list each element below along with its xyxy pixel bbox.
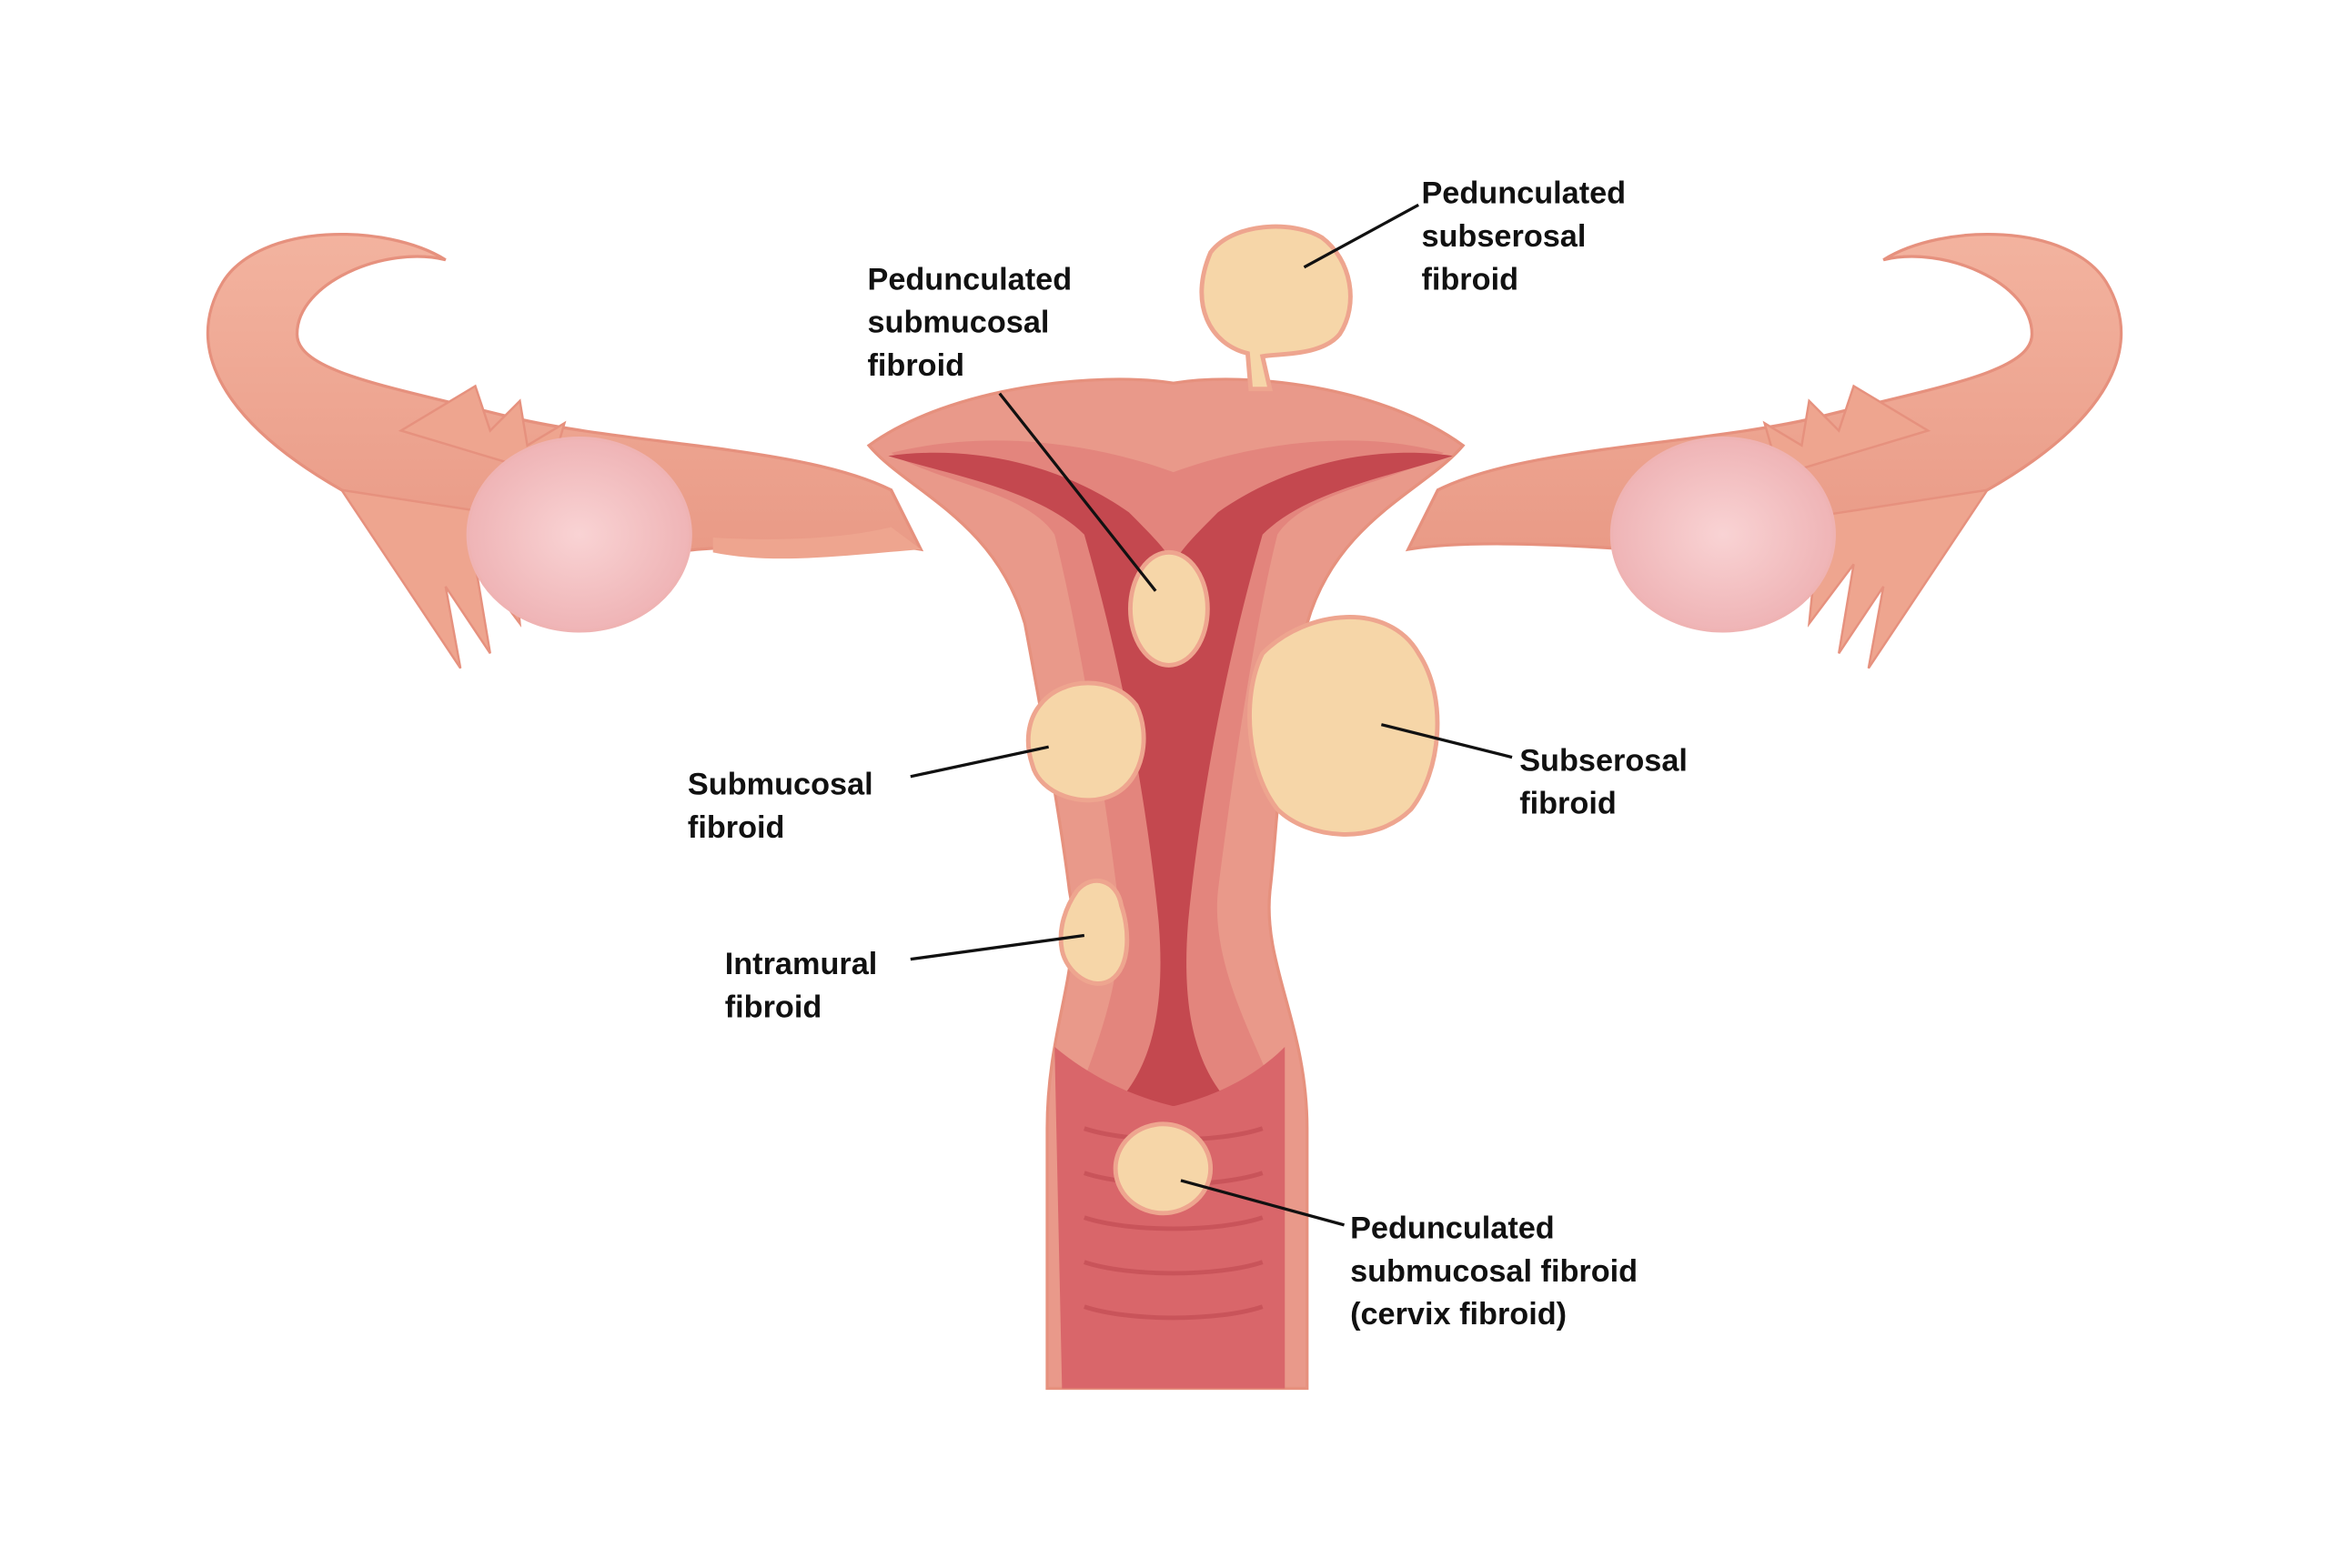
svg-text:submucosal: submucosal xyxy=(867,306,1049,340)
uterine-cavity xyxy=(888,452,1453,1107)
fibroid-submucosal xyxy=(1025,680,1146,803)
svg-text:Pedunculated: Pedunculated xyxy=(1350,1211,1555,1246)
label-ped-subserosal: Pedunculated subserosal fibroid xyxy=(1421,176,1626,297)
svg-text:fibroid: fibroid xyxy=(688,810,785,845)
left-ovary xyxy=(466,436,692,633)
label-subserosal: Subserosal fibroid xyxy=(1519,743,1688,820)
label-ped-submucosal: Pedunculated submucosal fibroid xyxy=(867,262,1072,383)
fibroid-ped-submucosal xyxy=(1128,549,1210,668)
label-submucosal: Submucosal fibroid xyxy=(688,767,873,844)
fibroid-subserosal xyxy=(1247,615,1440,837)
svg-text:submucosal fibroid: submucosal fibroid xyxy=(1350,1254,1638,1289)
svg-text:fibroid: fibroid xyxy=(725,990,822,1024)
svg-text:fibroid: fibroid xyxy=(867,348,964,383)
cervix xyxy=(1054,1046,1285,1389)
svg-text:Pedunculated: Pedunculated xyxy=(867,262,1072,297)
svg-text:Subserosal: Subserosal xyxy=(1519,743,1688,778)
fibroid-ped-subserosal xyxy=(1199,224,1353,392)
label-cervix: Pedunculated submucosal fibroid (cervix … xyxy=(1350,1211,1638,1332)
leader-lines xyxy=(910,203,1513,1227)
svg-text:subserosal: subserosal xyxy=(1421,219,1586,254)
svg-text:Pedunculated: Pedunculated xyxy=(1421,176,1626,211)
right-ovary xyxy=(1609,436,1836,633)
fibroids xyxy=(1025,224,1440,1216)
svg-text:Submucosal: Submucosal xyxy=(688,767,873,801)
fibroid-cervix xyxy=(1113,1121,1214,1216)
svg-text:fibroid: fibroid xyxy=(1519,787,1617,821)
svg-text:fibroid: fibroid xyxy=(1421,262,1518,297)
svg-text:Intramural: Intramural xyxy=(725,947,878,981)
label-intramural: Intramural fibroid xyxy=(725,947,878,1024)
svg-text:(cervix fibroid): (cervix fibroid) xyxy=(1350,1297,1567,1332)
fibroid-intramural xyxy=(1058,878,1130,986)
